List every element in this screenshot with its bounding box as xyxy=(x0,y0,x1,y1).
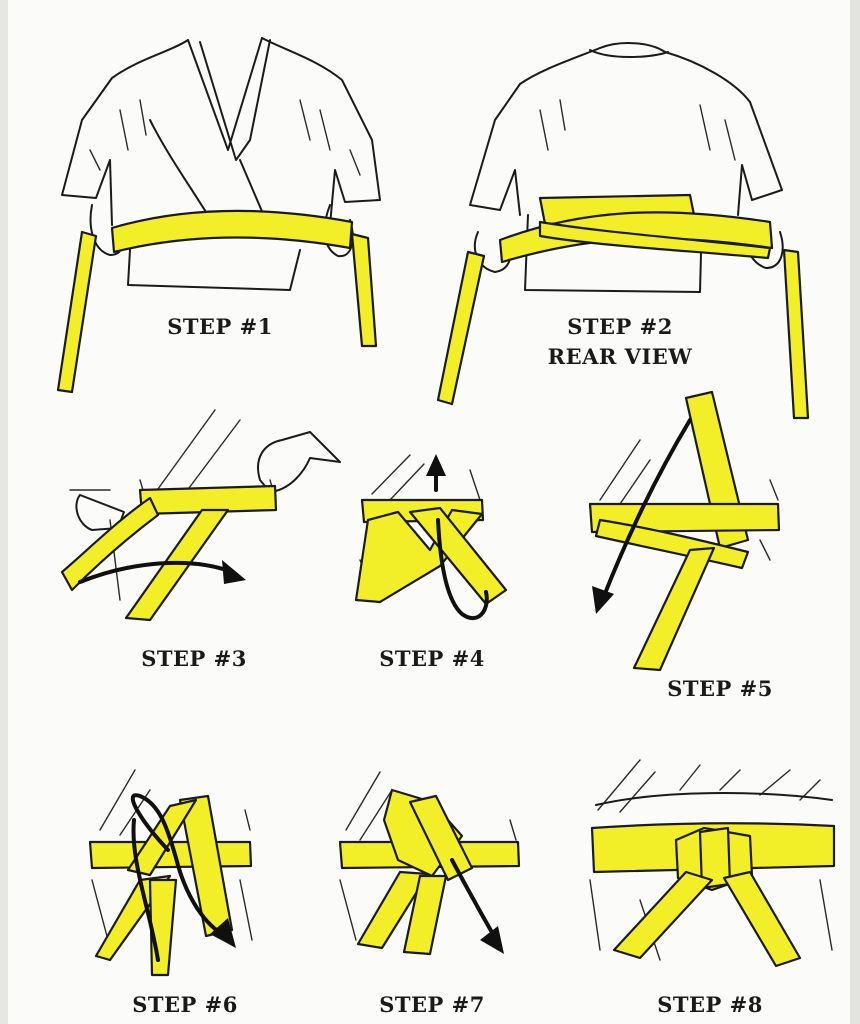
step-2-sublabel: REAR VIEW xyxy=(547,344,693,369)
step-7-illustration xyxy=(338,771,521,956)
step-4-illustration xyxy=(354,454,508,621)
step-1-label: STEP #1 xyxy=(167,314,273,339)
step-4-label: STEP #4 xyxy=(379,646,485,671)
step-5-label: STEP #5 xyxy=(667,676,773,701)
step-1-illustration xyxy=(56,37,381,394)
step-6-label: STEP #6 xyxy=(132,992,238,1017)
step-3-illustration xyxy=(60,409,341,622)
step-7-label: STEP #7 xyxy=(379,992,485,1017)
step-3-label: STEP #3 xyxy=(141,646,247,671)
step-8-label: STEP #8 xyxy=(657,992,763,1017)
step-2-illustration xyxy=(436,42,810,420)
step-8-illustration xyxy=(589,759,836,968)
step-6-illustration xyxy=(88,769,253,977)
step-2-label: STEP #2 xyxy=(567,314,673,339)
step-5-illustration xyxy=(588,390,781,672)
